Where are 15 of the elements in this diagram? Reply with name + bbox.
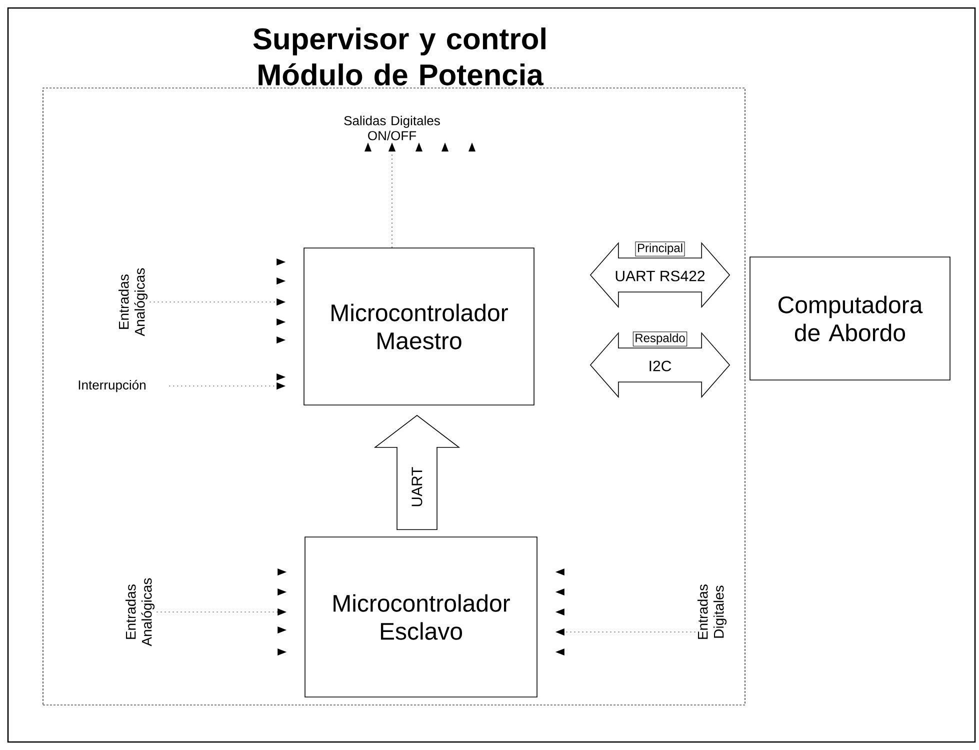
signal-label: Entradas Analógicas bbox=[118, 268, 148, 336]
controller-box: Microcontrolador Maestro bbox=[304, 248, 534, 406]
signal-label: Entradas Digitales bbox=[697, 584, 727, 639]
signal-label: Interrupción bbox=[78, 380, 146, 392]
signal-label: Salidas Digitales ON/OFF bbox=[344, 116, 440, 140]
node-label: Supervisor y control Módulo de Potencia bbox=[253, 27, 546, 86]
edge-label: UART RS422 bbox=[614, 270, 706, 282]
controller-box: Microcontrolador Esclavo bbox=[304, 536, 538, 698]
controller-box: Computadora de Abordo bbox=[750, 256, 950, 380]
edge-label: I2C bbox=[647, 360, 673, 372]
bus-label: Respaldo bbox=[632, 332, 688, 346]
bus-arrow bbox=[374, 414, 460, 530]
edge-label: UART bbox=[410, 466, 424, 508]
signal-label: Entradas Analógicas bbox=[125, 578, 155, 646]
bus-label: Principal bbox=[635, 242, 685, 256]
